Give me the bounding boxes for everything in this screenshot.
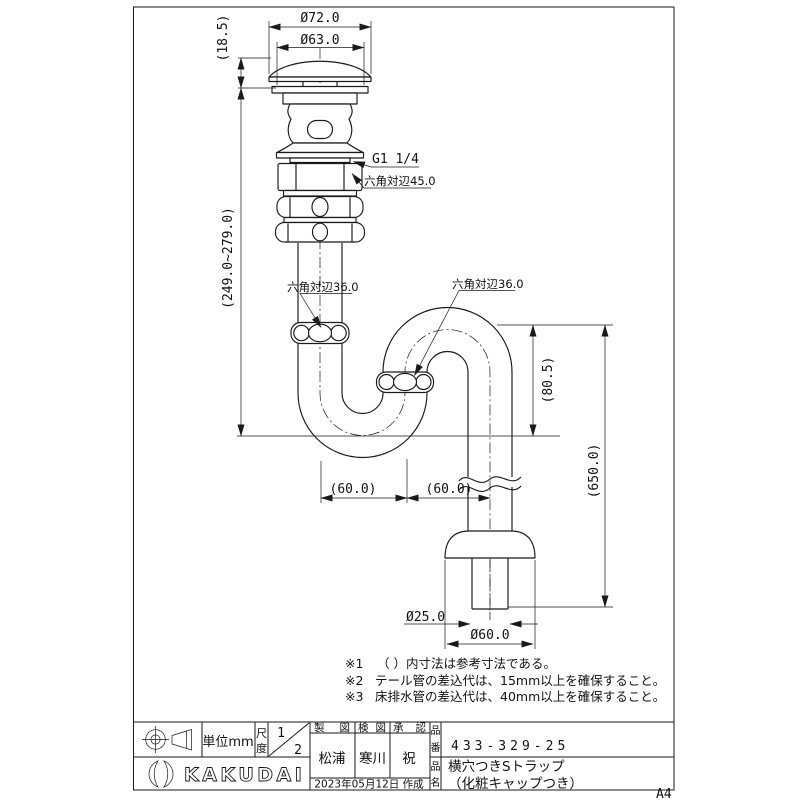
dim-offset-left: (60.0) — [330, 482, 377, 497]
dim-thread: G1 1/4 — [372, 152, 419, 167]
dim-cap-height: (18.5) — [216, 15, 231, 62]
unit-label: 単位mm — [202, 734, 253, 750]
dimension-annotations: Ø72.0 Ø63.0 (18.5) (249.0~279.0) G1 1/4 … — [216, 11, 613, 649]
approved-label: 承認 — [393, 721, 427, 734]
title-block: 単位mm 尺 度 1 2 KAKUDAI 製図 検図 承認 松浦 寒川 祝 20… — [133, 721, 674, 800]
dim-flange-dia: Ø60.0 — [470, 628, 509, 643]
slip-nut-lower — [274, 221, 366, 243]
dim-hex36-left: 六角対辺36.0 — [287, 280, 359, 294]
brand-name: KAKUDAI — [184, 764, 305, 786]
part-name-label-top: 品 — [431, 761, 441, 773]
dim-offset-right: (60.0) — [426, 482, 473, 497]
note-3-text: 床排水管の差込代は、40mm以上を確保すること。 — [375, 689, 665, 704]
scale-numerator: 1 — [277, 726, 285, 741]
dim-cap-outer-dia: Ø72.0 — [300, 11, 339, 26]
part-name-label-bottom: 名 — [431, 776, 441, 789]
scale-label-bottom: 度 — [256, 741, 267, 755]
part-no-label-top: 品 — [431, 725, 441, 737]
note-1-text: （ ）内寸法は参考寸法である。 — [377, 656, 556, 671]
drain-fitting — [268, 60, 372, 243]
dim-hex45: 六角対辺45.0 — [364, 174, 436, 188]
body-with-side-hole — [287, 103, 353, 144]
push-cap-dome — [268, 60, 372, 78]
dim-total-height: (650.0) — [587, 444, 602, 499]
checked-by: 寒川 — [359, 750, 386, 767]
centerline — [319, 48, 491, 618]
scale-denominator: 2 — [294, 743, 302, 758]
part-number: 433-329-25 — [451, 739, 569, 754]
note-2-text: テール管の差込代は、15mm以上を確保すること。 — [375, 673, 665, 688]
hex-nut-45 — [277, 162, 363, 192]
side-hole — [306, 119, 334, 140]
pipe-break-symbol — [458, 476, 522, 492]
note-3-marker: ※3 — [345, 689, 363, 704]
union-nut-riser — [375, 371, 435, 394]
part-no-label-bottom: 番 — [431, 742, 441, 754]
slip-nut-upper — [276, 195, 364, 219]
s-trap-pipe — [297, 243, 536, 620]
drafted-by: 松浦 — [319, 751, 346, 767]
kakudai-logo-icon — [148, 760, 174, 788]
floor-flange — [444, 530, 536, 559]
dim-trap-height: (80.5) — [541, 357, 556, 404]
projection-symbol-icon — [142, 726, 192, 753]
part-view — [268, 48, 536, 620]
thread-section — [289, 157, 351, 164]
checked-label: 検図 — [358, 721, 386, 734]
dim-inlet-height-range: (249.0~279.0) — [221, 207, 236, 309]
notes: ※1 （ ）内寸法は参考寸法である。 ※2 テール管の差込代は、15mm以上を確… — [345, 656, 665, 704]
approved-by: 祝 — [402, 751, 416, 767]
part-name-line1: 横穴つきSトラップ — [448, 759, 565, 775]
part-name-line2: （化粧キャップつき） — [448, 776, 583, 792]
note-1-marker: ※1 — [345, 656, 363, 671]
drawing-frame — [133, 6, 675, 791]
dim-cap-top-dia: Ø63.0 — [300, 33, 339, 48]
drafted-label: 製図 — [314, 721, 350, 734]
creation-date: 2023年05月12日 作成 — [314, 778, 424, 791]
dim-outlet-pipe-dia: Ø25.0 — [406, 610, 445, 625]
scale-label-top: 尺 — [256, 727, 267, 740]
dim-hex36-right: 六角対辺36.0 — [452, 277, 524, 291]
scale-fraction-slash — [268, 722, 310, 757]
note-2-marker: ※2 — [345, 673, 363, 688]
paper-size-label: A4 — [656, 787, 672, 800]
